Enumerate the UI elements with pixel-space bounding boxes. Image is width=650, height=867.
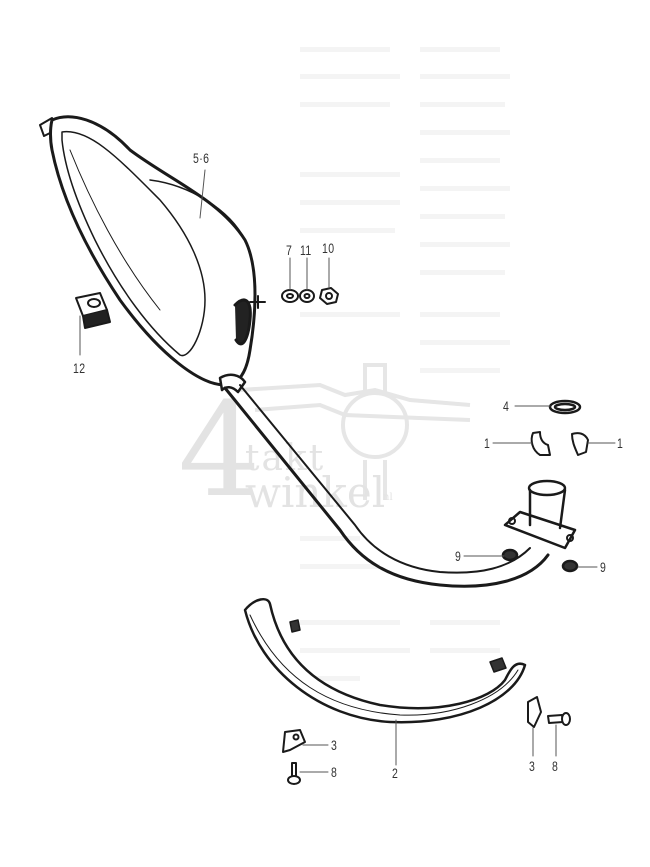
- gasket-4: [548, 399, 582, 415]
- watermark-digit: 4: [178, 374, 261, 526]
- callout-8-right: 8: [552, 758, 559, 774]
- collar-halves-1: [530, 431, 589, 456]
- callout-9-left: 9: [455, 548, 462, 564]
- callout-3-left: 3: [331, 737, 338, 753]
- callout-8-left: 8: [331, 764, 338, 780]
- callout-1-right: 1: [617, 435, 624, 451]
- callout-12: 12: [73, 360, 86, 376]
- exhaust-pipe-drawing: [218, 373, 579, 588]
- watermark-suffix: nl: [383, 492, 393, 503]
- muffler-drawing: [39, 115, 266, 387]
- heat-protector-2: [243, 597, 527, 724]
- callout-1-left: 1: [484, 435, 491, 451]
- callout-10: 10: [322, 240, 335, 256]
- watermark-word-takt: takt: [245, 438, 326, 479]
- rubber-mount-12: [75, 292, 111, 329]
- callout-9-right: 9: [600, 559, 607, 575]
- callout-3-right: 3: [529, 758, 536, 774]
- hardware-7-11-10: [281, 287, 339, 305]
- callout-11: 11: [300, 242, 312, 258]
- callout-2: 2: [392, 765, 399, 781]
- callout-7: 7: [286, 242, 293, 258]
- callout-4: 4: [503, 398, 510, 414]
- leader-lines: [79, 169, 616, 773]
- callout-5-6: 5·6: [193, 150, 210, 166]
- brackets-and-bolts: [282, 696, 571, 785]
